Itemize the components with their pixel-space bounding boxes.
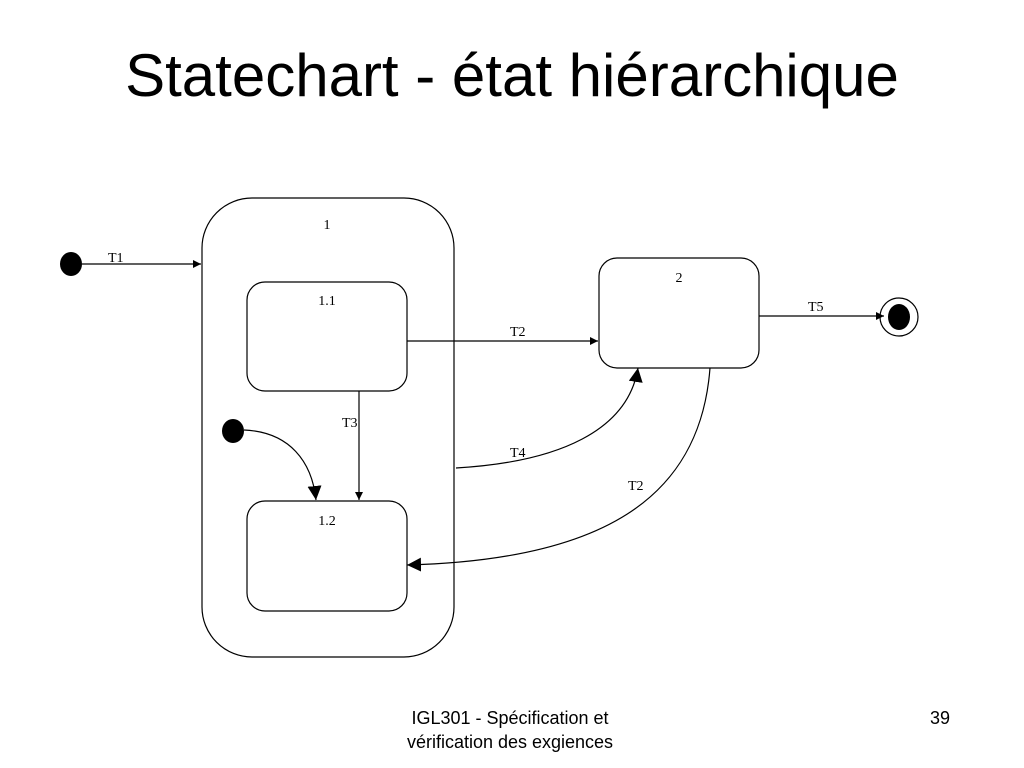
transition-t2-label: T2 xyxy=(510,325,526,340)
transition-t3-label: T3 xyxy=(342,416,358,431)
initial-state-inner xyxy=(222,419,244,443)
state-1-2-label: 1.2 xyxy=(318,514,336,529)
state-1-2-box xyxy=(246,500,408,612)
footer-line-1: IGL301 - Spécification et xyxy=(411,708,609,728)
state-2-label: 2 xyxy=(676,271,683,286)
initial-state-outer xyxy=(60,252,82,276)
transition-t1-label: T1 xyxy=(108,251,124,266)
transition-t4-label: T4 xyxy=(510,446,526,461)
slide-title: Statechart - état hiérarchique xyxy=(125,42,899,109)
page-number: 39 xyxy=(929,708,950,728)
state-1-label: 1 xyxy=(324,218,331,233)
final-state-ring xyxy=(879,297,919,337)
footer-line-2: vérification des exgiences xyxy=(406,732,614,752)
state-2-box xyxy=(598,257,760,369)
state-1-1-label: 1.1 xyxy=(318,294,336,309)
state-1-1-box xyxy=(246,281,408,392)
slide-footer: IGL301 - Spécification et vérification d… xyxy=(370,706,650,754)
transition-t5-label: T5 xyxy=(808,300,824,315)
transition-t2-back-label: T2 xyxy=(628,479,644,494)
transition-t2-back-arrow xyxy=(406,367,711,572)
final-state-dot xyxy=(888,304,910,330)
initial-inner-transition-arrow xyxy=(243,429,322,501)
transition-t4-arrow xyxy=(455,367,643,469)
state-1-box xyxy=(201,197,455,658)
